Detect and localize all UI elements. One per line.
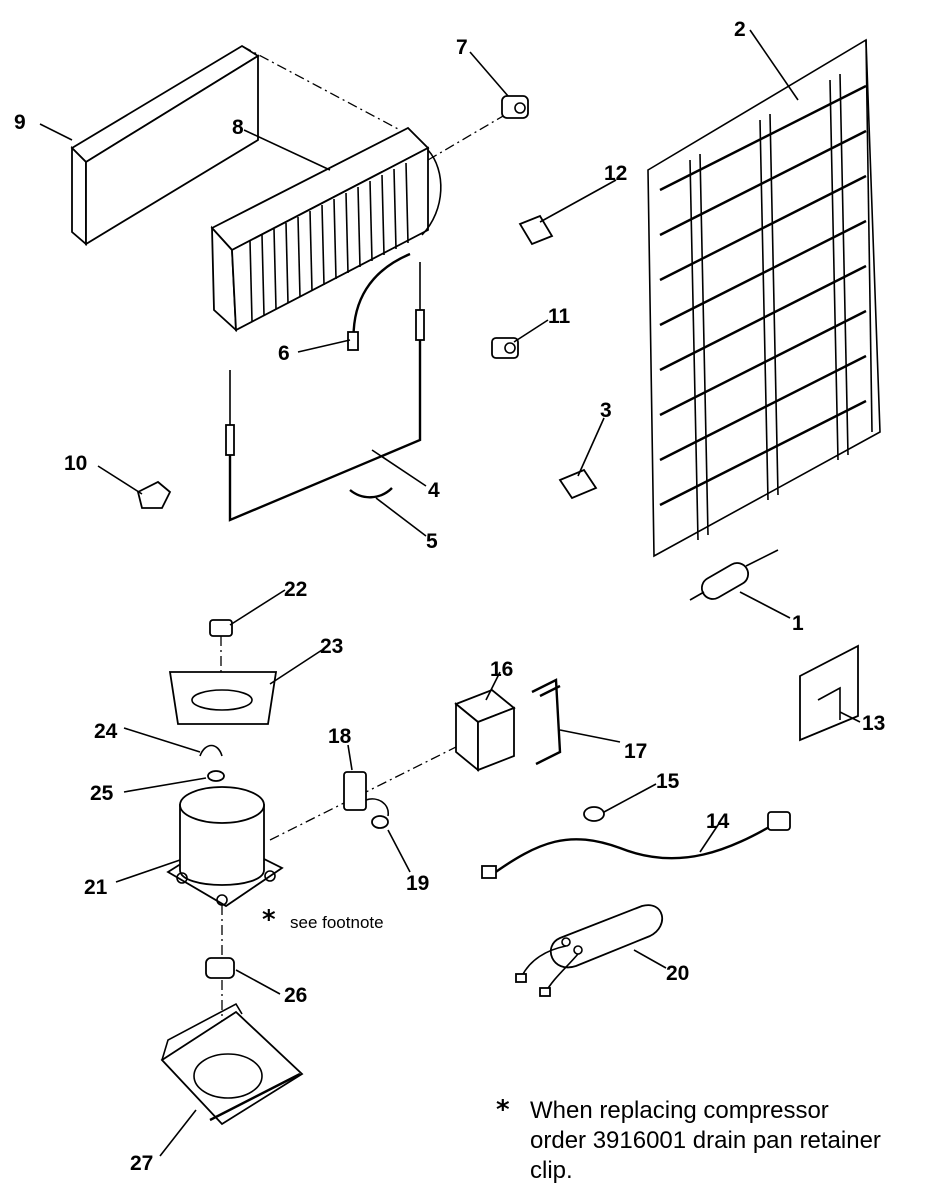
part-4-tubing bbox=[225, 262, 425, 522]
callout-16: 16 bbox=[490, 658, 513, 681]
callout-2: 2 bbox=[734, 18, 746, 41]
part-13-bracket bbox=[799, 644, 859, 742]
callout-27: 27 bbox=[130, 1152, 153, 1175]
part-10-grommet bbox=[136, 480, 172, 509]
callout-10: 10 bbox=[64, 452, 87, 475]
part-5-clip bbox=[349, 487, 393, 499]
part-15-clip bbox=[583, 806, 605, 822]
part-2-evaporator bbox=[647, 38, 881, 558]
footnote-line-3: clip. bbox=[530, 1157, 573, 1184]
callout-17: 17 bbox=[624, 740, 647, 763]
part-25-washer bbox=[207, 770, 225, 782]
part-24-clip bbox=[199, 744, 223, 757]
footnote-line-1: When replacing compressor bbox=[530, 1097, 829, 1124]
part-17-bracket bbox=[531, 678, 562, 766]
part-20-capacitor bbox=[515, 904, 664, 997]
callout-12: 12 bbox=[604, 162, 627, 185]
part-1-drier bbox=[689, 549, 779, 601]
part-16-box bbox=[454, 688, 516, 772]
leader-lines bbox=[39, 29, 861, 1157]
part-6-tube bbox=[347, 252, 411, 351]
part-26-grommet bbox=[205, 957, 235, 979]
callout-14: 14 bbox=[706, 810, 730, 833]
callout-26: 26 bbox=[284, 984, 307, 1007]
part-18-relay bbox=[343, 771, 367, 811]
callout-1: 1 bbox=[792, 612, 804, 635]
part-21-compressor bbox=[166, 786, 284, 908]
callout-9: 9 bbox=[14, 111, 26, 134]
part-9-panel bbox=[70, 44, 401, 246]
callout-24: 24 bbox=[94, 720, 118, 743]
callout-4: 4 bbox=[428, 479, 440, 502]
part-19-cap bbox=[365, 798, 389, 829]
part-11-clip bbox=[491, 337, 519, 359]
footnote-asterisk: * bbox=[496, 1095, 510, 1125]
callout-3: 3 bbox=[600, 399, 612, 422]
inline-asterisk: * bbox=[262, 905, 276, 935]
callout-20: 20 bbox=[666, 962, 689, 985]
callout-15: 15 bbox=[656, 770, 680, 793]
callout-8: 8 bbox=[232, 116, 244, 139]
callout-7: 7 bbox=[456, 36, 468, 59]
part-8-condenser bbox=[210, 111, 511, 333]
callout-18: 18 bbox=[328, 725, 352, 748]
callout-25: 25 bbox=[90, 782, 114, 805]
part-14-power-cord bbox=[481, 811, 791, 879]
callout-22: 22 bbox=[284, 578, 307, 601]
callout-13: 13 bbox=[862, 712, 885, 735]
callout-6: 6 bbox=[278, 342, 290, 365]
part-23-cover bbox=[168, 671, 278, 725]
axis-line-16 bbox=[269, 739, 471, 841]
footnote: * When replacing compressor order 391600… bbox=[496, 1095, 881, 1184]
part-27-base bbox=[160, 1002, 304, 1126]
part-12-clip bbox=[518, 214, 554, 246]
part-3-bracket bbox=[558, 468, 598, 500]
callout-11: 11 bbox=[548, 305, 571, 328]
footnote-line-2: order 3916001 drain pan retainer bbox=[530, 1127, 881, 1154]
inline-footnote-ref: * see footnote bbox=[262, 905, 384, 935]
callout-23: 23 bbox=[320, 635, 343, 658]
inline-note-text: see footnote bbox=[290, 913, 384, 932]
part-7-clip bbox=[501, 95, 529, 119]
part-22-nut bbox=[209, 619, 233, 637]
callout-labels: 9 8 7 2 12 11 6 3 10 4 5 1 22 23 24 25 2… bbox=[14, 18, 885, 1175]
callout-19: 19 bbox=[406, 872, 429, 895]
callout-21: 21 bbox=[84, 876, 108, 899]
callout-5: 5 bbox=[426, 530, 438, 553]
